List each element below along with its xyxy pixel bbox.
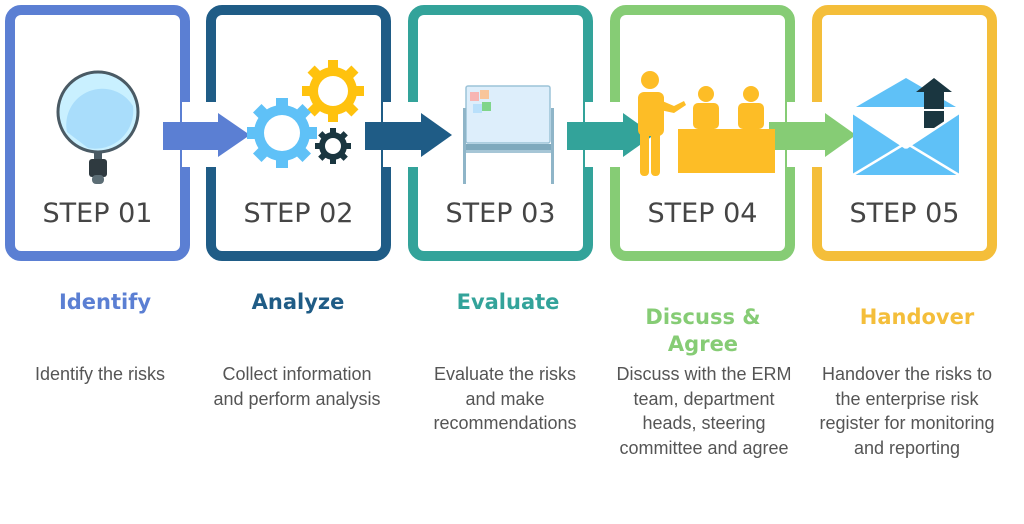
step-label-1: STEP 01 [42, 198, 153, 229]
envelope-upload-icon [852, 78, 960, 177]
step-title-4: Discuss & Agree [645, 305, 761, 356]
step-description-2: Collect information and perform analysis [213, 364, 381, 409]
gears-icon [247, 60, 364, 168]
step-description-5: Handover the risks to the enterprise ris… [819, 364, 995, 458]
step-description-1: Identify the risks [34, 364, 166, 384]
step-box-1 [5, 5, 190, 261]
step-description-3: Evaluate the risks and make recommendati… [433, 364, 577, 433]
step-label-4: STEP 04 [647, 198, 758, 229]
step-title-2: Analyze [251, 290, 345, 314]
arrow-right-icon [567, 113, 654, 157]
step-label-2: STEP 02 [243, 198, 354, 229]
arrow-right-icon [769, 113, 856, 157]
step-title-1: Identify [58, 290, 152, 314]
meeting-icon [638, 71, 775, 176]
arrow-right-icon [365, 113, 452, 157]
whiteboard-icon [463, 85, 554, 184]
step-description-4: Discuss with the ERM team, department he… [616, 364, 792, 458]
step-label-5: STEP 05 [849, 198, 960, 229]
step-title-3: Evaluate [456, 290, 560, 314]
step-title-5: Handover [859, 305, 975, 329]
step-label-3: STEP 03 [445, 198, 556, 229]
arrow-right-icon [163, 113, 250, 157]
magnifying-glass-icon [56, 70, 140, 184]
